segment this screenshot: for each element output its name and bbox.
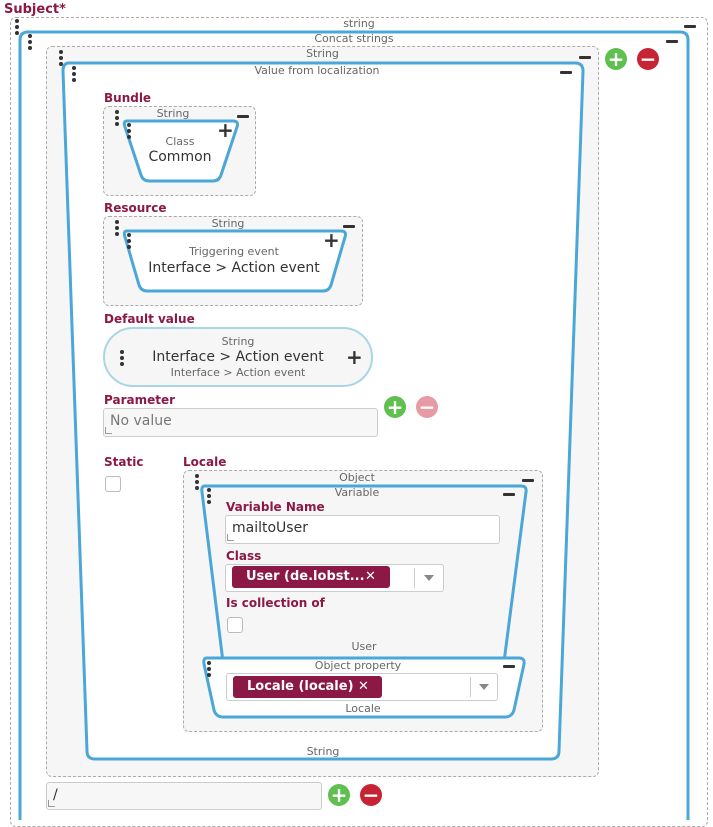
class-chip: User (de.lobst... [232, 566, 390, 588]
class-select-separator [414, 568, 415, 588]
string-drag-handle[interactable] [59, 50, 63, 68]
separator-input[interactable]: / [46, 782, 322, 810]
concat-drag-handle[interactable] [28, 34, 32, 52]
property-chip-remove-icon[interactable]: ✕ [358, 679, 369, 694]
default-value-block[interactable] [103, 327, 373, 387]
locale-label: Locale [183, 455, 227, 469]
string-collapse-icon[interactable] [579, 56, 591, 59]
property-select-separator [470, 677, 471, 697]
parameter-resize-handle[interactable] [105, 427, 112, 434]
default-value-text: Interface > Action event [152, 349, 324, 365]
string-container-title: String [306, 47, 339, 60]
default-value-label: Default value [104, 312, 195, 326]
class-chip-remove-icon[interactable]: ✕ [365, 569, 376, 584]
bundle-block-type: Class [165, 135, 195, 148]
subject-label: Subject* [4, 2, 66, 17]
bundle-class-block-outline [122, 119, 239, 183]
class-label: Class [226, 549, 262, 563]
bundle-block-drag-handle[interactable] [127, 123, 131, 141]
bundle-collapse-icon[interactable] [237, 115, 249, 118]
add-parameter-button[interactable]: + [384, 396, 406, 418]
resource-add-icon[interactable]: + [323, 228, 340, 252]
concat-strings-outline [18, 30, 690, 820]
resource-drag-handle[interactable] [115, 220, 119, 238]
property-select-chevron-down-icon[interactable] [479, 684, 489, 690]
concat-strings-title: Concat strings [314, 32, 394, 45]
outer-drag-handle[interactable] [15, 19, 19, 37]
resource-collapse-icon[interactable] [343, 225, 355, 228]
locale-caption: Locale [345, 702, 381, 715]
string-footer: String [306, 745, 340, 758]
locale-object-collapse-icon[interactable] [522, 479, 534, 482]
separator-resize-handle[interactable] [48, 800, 55, 807]
variable-drag-handle[interactable] [207, 488, 211, 506]
bundle-container-title: String [156, 107, 190, 120]
collection-label: Is collection of [226, 596, 325, 610]
resource-label: Resource [104, 201, 167, 215]
remove-separator-button[interactable]: − [360, 784, 382, 806]
parameter-input[interactable]: No value [103, 408, 378, 437]
property-chip: Locale (locale) [233, 676, 382, 698]
remove-parameter-button[interactable]: − [416, 396, 438, 418]
variable-name-input[interactable]: mailtoUser [225, 515, 500, 544]
default-value-drag-handle[interactable] [120, 350, 124, 368]
variable-name-resize-handle[interactable] [227, 534, 234, 541]
object-property-title: Object property [314, 659, 402, 672]
collection-checkbox[interactable] [227, 617, 243, 633]
add-string-button[interactable]: + [605, 48, 627, 70]
parameter-label: Parameter [104, 393, 176, 407]
class-chip-text: User (de.lobst... [246, 569, 365, 584]
variable-title: Variable [334, 486, 380, 499]
bundle-drag-handle[interactable] [115, 110, 119, 128]
outer-collapse-icon[interactable] [684, 25, 696, 28]
outer-string-title: string [343, 17, 375, 30]
bundle-add-icon[interactable]: + [217, 118, 234, 142]
object-property-collapse-icon[interactable] [503, 665, 515, 668]
variable-block-outline [200, 484, 528, 663]
class-select-chevron-down-icon[interactable] [424, 575, 434, 581]
locale-object-drag-handle[interactable] [195, 474, 199, 492]
default-value-subtext: Interface > Action event [170, 366, 306, 379]
localization-drag-handle[interactable] [72, 66, 76, 84]
localization-title: Value from localization [254, 64, 380, 77]
bundle-label: Bundle [104, 91, 152, 105]
default-value-type: String [221, 335, 255, 348]
add-separator-button[interactable]: + [328, 784, 350, 806]
property-chip-text: Locale (locale) [247, 679, 354, 694]
localization-collapse-icon[interactable] [560, 71, 572, 74]
static-checkbox[interactable] [105, 476, 121, 492]
static-label: Static [104, 455, 144, 469]
bundle-block-value: Common [148, 149, 212, 165]
resource-block-type: Triggering event [189, 245, 279, 258]
remove-string-button[interactable]: − [637, 48, 659, 70]
variable-collapse-icon[interactable] [503, 493, 515, 496]
locale-object-title: Object [339, 471, 375, 484]
resource-container-title: String [211, 217, 245, 230]
resource-block-drag-handle[interactable] [127, 233, 131, 251]
default-value-add-icon[interactable]: + [346, 345, 363, 369]
variable-name-label: Variable Name [226, 500, 325, 514]
user-caption: User [351, 640, 377, 653]
object-property-drag-handle[interactable] [207, 661, 211, 679]
concat-collapse-icon[interactable] [666, 40, 678, 43]
resource-block-value: Interface > Action event [148, 260, 320, 276]
resource-block-outline [122, 229, 347, 293]
